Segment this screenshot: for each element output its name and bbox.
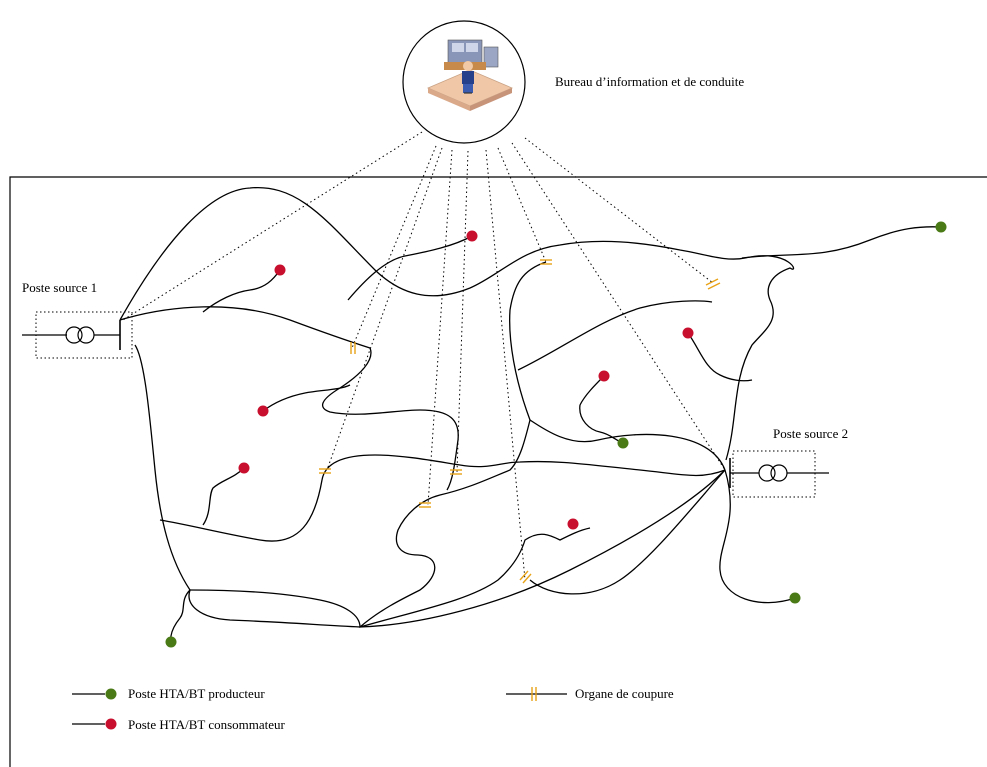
producer-station (617, 437, 629, 449)
consumer-legend-marker (105, 718, 117, 730)
legend-consumer-label: Poste HTA/BT consommateur (128, 717, 286, 732)
switch-symbol (705, 278, 721, 290)
switch-symbol (519, 570, 532, 584)
consumer-station (682, 327, 694, 339)
transformer-icon (65, 326, 95, 344)
legend-consumer: Poste HTA/BT consommateur (72, 717, 286, 732)
consumer-station (466, 230, 478, 242)
producer-station (789, 592, 801, 604)
producer-stations (165, 221, 947, 648)
legend: Poste HTA/BT producteur Poste HTA/BT con… (72, 686, 674, 732)
consumer-station (274, 264, 286, 276)
control-center-label: Bureau d’information et de conduite (555, 74, 744, 89)
producer-station (165, 636, 177, 648)
consumer-station (567, 518, 579, 530)
communication-links (122, 131, 726, 581)
producer-station (935, 221, 947, 233)
switch-symbol (350, 342, 356, 354)
switch-symbol (319, 468, 331, 474)
source-1-label: Poste source 1 (22, 280, 97, 295)
switch-symbol (419, 502, 431, 508)
network-frame (9, 176, 987, 767)
legend-producer: Poste HTA/BT producteur (72, 686, 265, 701)
legend-switch: Organe de coupure (506, 686, 674, 701)
consumer-stations (238, 230, 694, 530)
consumer-station (257, 405, 269, 417)
mv-cables (119, 187, 796, 628)
control-center (402, 20, 526, 144)
source-substation-1 (22, 311, 133, 359)
switch-symbol (450, 469, 462, 475)
source-substation-2 (729, 450, 829, 498)
switching-devices (319, 259, 721, 584)
legend-producer-label: Poste HTA/BT producteur (128, 686, 265, 701)
consumer-station (598, 370, 610, 382)
transformer-icon (758, 464, 788, 482)
consumer-station (238, 462, 250, 474)
producer-legend-marker (105, 688, 117, 700)
legend-switch-label: Organe de coupure (575, 686, 674, 701)
source-2-label: Poste source 2 (773, 426, 848, 441)
control-room-operator-icon (426, 39, 514, 111)
switch-symbol (540, 259, 552, 265)
